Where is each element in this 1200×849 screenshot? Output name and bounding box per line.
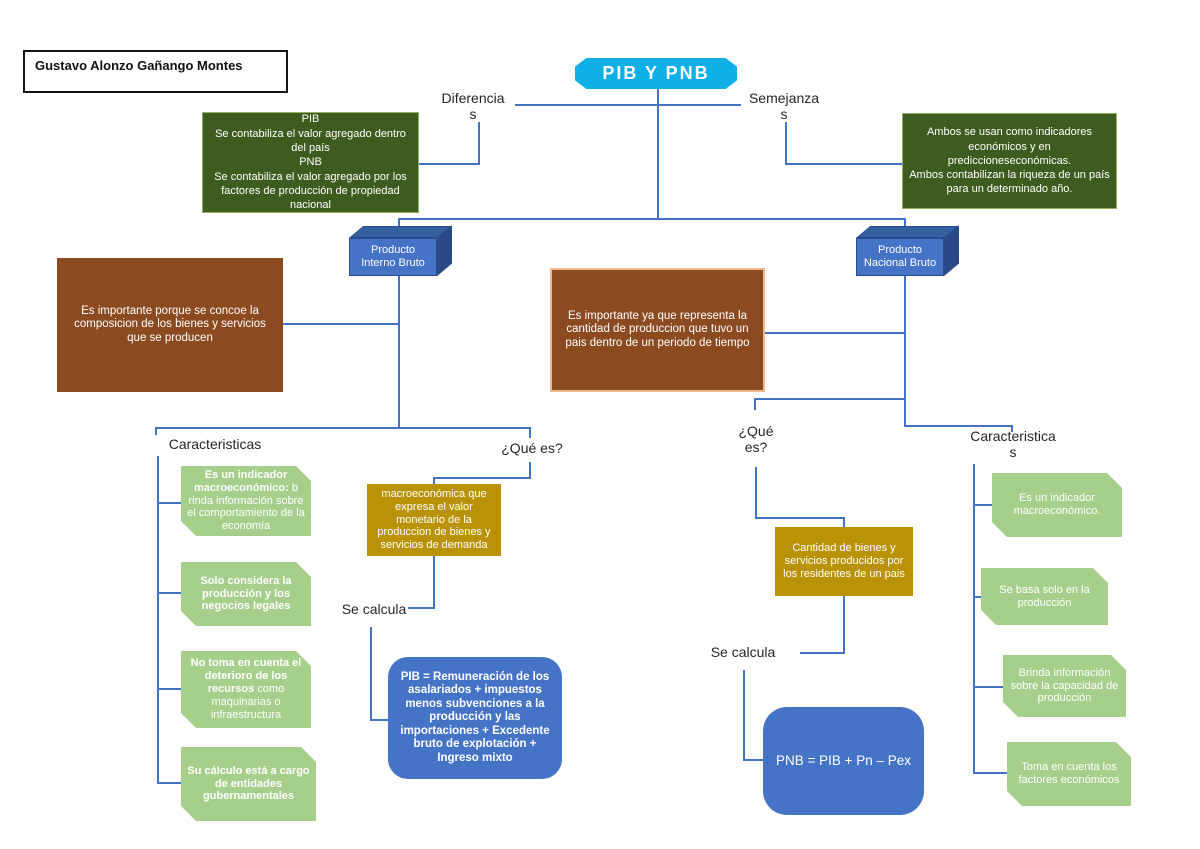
connector xyxy=(657,104,741,106)
characteristic-text: Es un indicador macroeconómico: b rinda … xyxy=(187,469,305,534)
connector xyxy=(370,719,392,721)
connector xyxy=(157,592,183,594)
connector xyxy=(973,504,993,506)
connector xyxy=(398,275,400,428)
connector xyxy=(973,772,1008,774)
connector xyxy=(433,477,531,479)
pib-caracteristicas-label: Caracteristicas xyxy=(168,436,262,452)
connector xyxy=(904,425,1013,427)
pib-characteristic-box: No toma en cuenta el deterioro de los re… xyxy=(181,651,311,728)
pnb-se-calcula-label: Se calcula xyxy=(710,644,776,660)
connector xyxy=(1011,425,1013,432)
connector xyxy=(785,163,902,165)
characteristic-text: Su cálculo está a cargo de entidades gub… xyxy=(187,765,310,804)
pnb-que-es-label: ¿Qué es? xyxy=(738,423,774,456)
pnb-node-label: Producto Nacional Bruto xyxy=(856,238,944,276)
connector xyxy=(433,556,435,608)
diferencias-label: Diferencia s xyxy=(441,90,505,123)
pib-node-label: Producto Interno Bruto xyxy=(349,238,437,276)
pnb-characteristic-box: Brinda información sobre la capacidad de… xyxy=(1003,655,1126,717)
connector xyxy=(529,427,531,438)
characteristic-text: Solo considera la producción y los negoc… xyxy=(187,575,305,614)
connector xyxy=(755,467,757,519)
characteristic-rest-text: como maquinarias o infraestructura xyxy=(210,683,285,721)
connector xyxy=(398,218,400,230)
connector xyxy=(785,122,787,163)
pnb-formula-box: PNB = PIB + Pn – Pex xyxy=(763,707,924,815)
connector xyxy=(155,427,531,429)
connector xyxy=(904,275,906,426)
pib-node: Producto Interno Bruto xyxy=(349,225,453,276)
connector xyxy=(973,596,983,598)
connector xyxy=(283,323,398,325)
connector xyxy=(370,627,372,721)
connector xyxy=(418,163,480,165)
connector xyxy=(800,652,845,654)
connector xyxy=(157,456,159,784)
connector xyxy=(843,595,845,653)
characteristic-bold-text: Es un indicador macroeconómico: xyxy=(194,468,289,494)
pib-characteristic-box: Solo considera la producción y los negoc… xyxy=(181,562,311,626)
cube-top-face xyxy=(856,226,959,238)
pib-definition-box: macroeconómica que expresa el valor mone… xyxy=(367,484,501,556)
connector xyxy=(155,427,157,435)
pnb-characteristic-box: Toma en cuenta los factores económicos xyxy=(1007,742,1131,806)
connector xyxy=(157,782,183,784)
pnb-importance-box: Es importante ya que representa la canti… xyxy=(550,268,765,392)
characteristic-rest-text: b rinda información sobre el comportamie… xyxy=(187,481,305,533)
connector xyxy=(754,398,906,400)
connector xyxy=(157,502,183,504)
connector xyxy=(755,517,845,519)
pnb-characteristic-box: Se basa solo en la producción xyxy=(981,568,1108,625)
pnb-node: Producto Nacional Bruto xyxy=(856,225,960,276)
cube-top-face xyxy=(349,226,452,238)
connector xyxy=(398,218,906,220)
connector xyxy=(408,607,435,609)
connector xyxy=(754,398,756,410)
pib-characteristic-box: Su cálculo está a cargo de entidades gub… xyxy=(181,747,316,821)
characteristic-bold-text: Solo considera la producción y los negoc… xyxy=(200,574,292,613)
connector xyxy=(904,218,906,228)
characteristic-text: No toma en cuenta el deterioro de los re… xyxy=(187,657,305,722)
author-box: Gustavo Alonzo Gañango Montes xyxy=(23,50,288,93)
pib-importance-box: Es importante porque se concoe la compos… xyxy=(57,258,283,392)
title-node: PIB Y PNB xyxy=(575,58,737,89)
connector xyxy=(743,759,767,761)
similarities-box: Ambos se usan como indicadores económico… xyxy=(902,113,1117,209)
connector xyxy=(433,477,435,485)
connector xyxy=(843,517,845,528)
pnb-caracteristicas-label: Caracteristica s xyxy=(970,428,1056,461)
pnb-characteristic-box: Es un indicador macroeconómico. xyxy=(992,473,1122,537)
author-name: Gustavo Alonzo Gañango Montes xyxy=(35,58,243,73)
pib-se-calcula-label: Se calcula xyxy=(341,601,407,617)
semejanzas-label: Semejanza s xyxy=(748,90,820,123)
connector xyxy=(743,670,745,761)
connector xyxy=(515,104,657,106)
pib-que-es-label: ¿Qué es? xyxy=(501,440,563,456)
connector xyxy=(765,332,906,334)
connector xyxy=(478,122,480,163)
connector xyxy=(657,88,659,219)
pib-formula-box: PIB = Remuneración de los asalariados + … xyxy=(388,657,562,779)
connector xyxy=(157,688,183,690)
characteristic-bold-text: Su cálculo está a cargo de entidades gub… xyxy=(187,764,310,803)
connector xyxy=(529,462,531,478)
pib-characteristic-box: Es un indicador macroeconómico: b rinda … xyxy=(181,466,311,536)
connector xyxy=(973,686,1004,688)
title-text: PIB Y PNB xyxy=(602,63,710,83)
connector xyxy=(973,464,975,774)
characteristic-bold-text: No toma en cuenta el deterioro de los re… xyxy=(190,657,302,696)
pnb-definition-box: Cantidad de bienes y servicios producido… xyxy=(775,527,913,596)
differences-box: PIB Se contabiliza el valor agregado den… xyxy=(202,112,419,213)
